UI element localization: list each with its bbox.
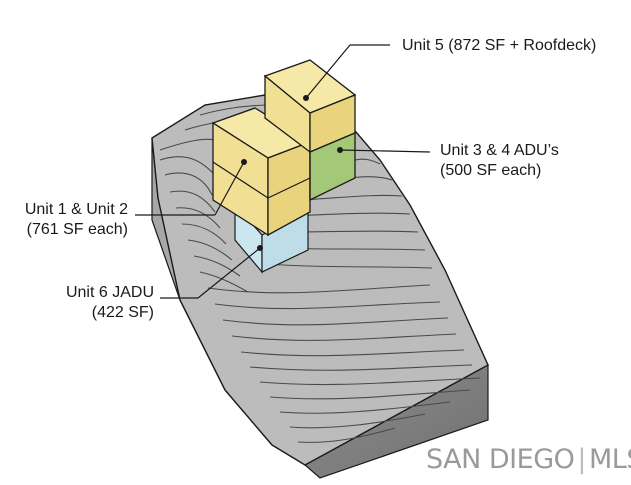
watermark-right: MLS: [589, 444, 631, 475]
watermark-left: SAN DIEGO: [426, 444, 575, 475]
label-unit-1-2: Unit 1 & Unit 2 (761 SF each): [10, 200, 128, 240]
mls-watermark: SAN DIEGO|MLS: [426, 444, 631, 475]
label-unit-3-4-line2: (500 SF each): [440, 162, 542, 179]
label-unit-3-4-line1: Unit 3 & 4 ADU’s: [440, 142, 559, 159]
label-unit-1-2-line2: (761 SF each): [26, 221, 128, 238]
unit-1-2-block: [211, 107, 312, 237]
contour-lines: [159, 104, 481, 443]
leader-unit5: [305, 44, 351, 99]
label-unit-6: Unit 6 JADU (422 SF): [40, 283, 154, 323]
label-unit-1-2-line1: Unit 1 & Unit 2: [24, 201, 128, 218]
label-unit-5: Unit 5 (872 SF + Roofdeck): [402, 37, 597, 54]
watermark-separator: |: [577, 444, 586, 475]
leader-unit34: [339, 149, 431, 153]
label-unit-6-line1: Unit 6 JADU: [65, 284, 154, 301]
label-unit-6-line2: (422 SF): [91, 304, 154, 321]
leader-dots: [241, 95, 343, 251]
leader-lines: [135, 44, 431, 299]
label-unit-3-4: Unit 3 & 4 ADU’s (500 SF each): [440, 141, 559, 181]
